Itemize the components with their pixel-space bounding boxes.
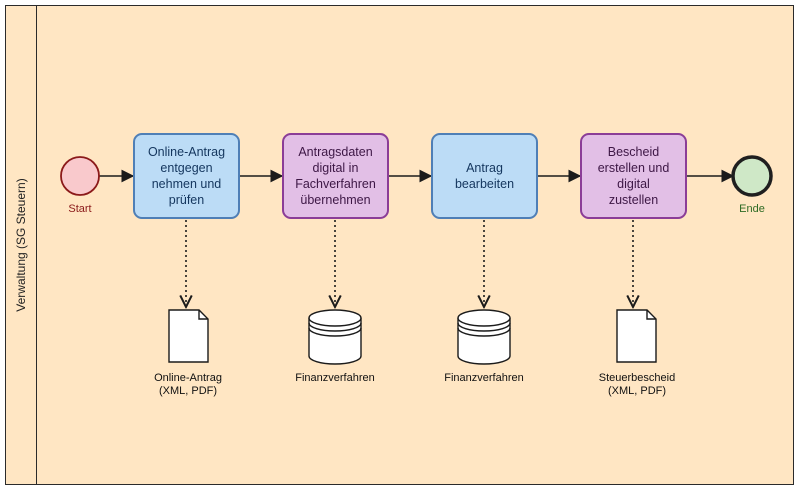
artifact-label-finanzverfahren: Finanzverfahren xyxy=(444,372,524,384)
task-antrag-bearbeiten: Antrag bearbeiten xyxy=(431,133,538,219)
end-event-label: Ende xyxy=(739,203,765,215)
artifact-label-steuerbescheid: Steuerbescheid (XML, PDF) xyxy=(598,372,676,397)
start-event xyxy=(60,156,100,196)
end-event xyxy=(731,155,773,197)
task-bescheid-zustellen: Bescheid erstellen und digital zustellen xyxy=(580,133,687,219)
database-icon xyxy=(457,309,511,365)
artifact-label-finanzverfahren: Finanzverfahren xyxy=(295,372,375,384)
task-antragsdaten-uebernehmen: Antragsdaten digital in Fachverfahren üb… xyxy=(282,133,389,219)
task-online-antrag-pruefen: Online-Antrag entgegen nehmen und prüfen xyxy=(133,133,240,219)
artifact-label-online-antrag: Online-Antrag (XML, PDF) xyxy=(154,372,222,397)
document-icon xyxy=(616,309,657,363)
lane-header xyxy=(5,5,37,485)
database-icon xyxy=(308,309,362,365)
start-event-label: Start xyxy=(68,203,92,215)
pool xyxy=(5,5,794,485)
document-icon xyxy=(168,309,209,363)
